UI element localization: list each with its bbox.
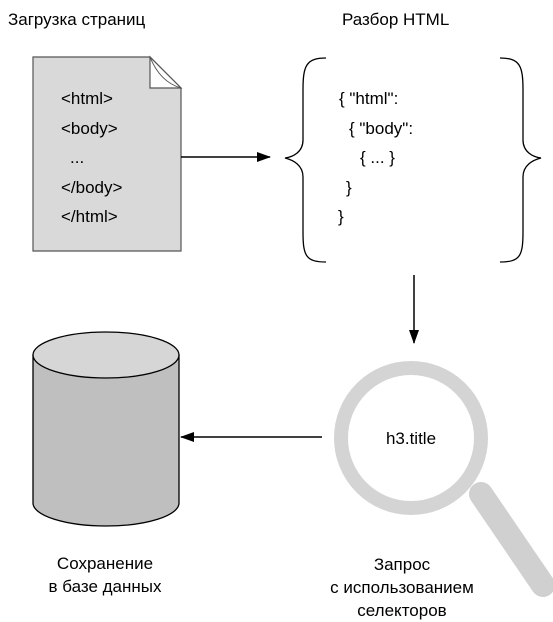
query-caption-line-3: селекторов — [357, 601, 446, 620]
tree-line-body: { "body": — [349, 119, 413, 138]
html-document-icon — [32, 55, 183, 252]
tree-line-close-body: } — [346, 178, 352, 197]
doc-line-body-open: <body> — [61, 119, 118, 138]
selector-text: h3.title — [386, 429, 436, 448]
database-icon — [32, 331, 180, 527]
tree-line-close-html: } — [338, 207, 344, 226]
tree-line-inner: { ... } — [360, 148, 395, 167]
doc-line-html-close: </html> — [61, 207, 118, 226]
doc-line-body-close: </body> — [61, 178, 123, 197]
doc-line-ellipsis: ... — [70, 148, 84, 167]
query-caption-line-2: с использованием — [330, 578, 474, 597]
page-loading-title: Загрузка страниц — [8, 10, 146, 29]
right-curly-brace — [499, 57, 542, 263]
magnifying-glass-icon — [334, 361, 553, 597]
doc-line-html-open: <html> — [61, 89, 113, 108]
tree-line-html: { "html": — [339, 89, 398, 108]
store-caption-line-2: в базе данных — [48, 577, 162, 596]
query-caption-line-1: Запрос — [374, 555, 431, 574]
html-parsing-title: Разбор HTML — [342, 10, 449, 29]
store-caption-line-1: Сохранение — [57, 554, 153, 573]
left-curly-brace — [284, 57, 327, 263]
